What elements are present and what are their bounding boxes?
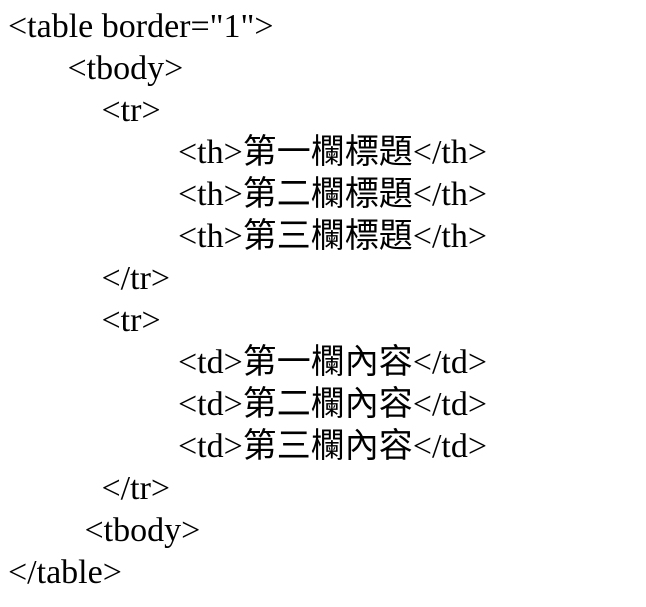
code-line: <th>第一欄標題</th> — [8, 134, 488, 171]
code-line: <th>第二欄標題</th> — [8, 176, 488, 213]
code-line: <table border="1"> — [8, 8, 274, 45]
code-line: <td>第三欄內容</td> — [8, 428, 488, 465]
code-line: </tr> — [8, 470, 171, 507]
code-line: <th>第三欄標題</th> — [8, 218, 488, 255]
code-line: <td>第一欄內容</td> — [8, 344, 488, 381]
code-line: <td>第二欄內容</td> — [8, 386, 488, 423]
code-line: </tr> — [8, 260, 171, 297]
code-line: <tbody> — [8, 512, 201, 549]
code-line: <tr> — [8, 302, 161, 339]
code-line: <tr> — [8, 92, 161, 129]
code-line: <tbody> — [8, 50, 184, 87]
code-line: </table> — [8, 554, 122, 591]
